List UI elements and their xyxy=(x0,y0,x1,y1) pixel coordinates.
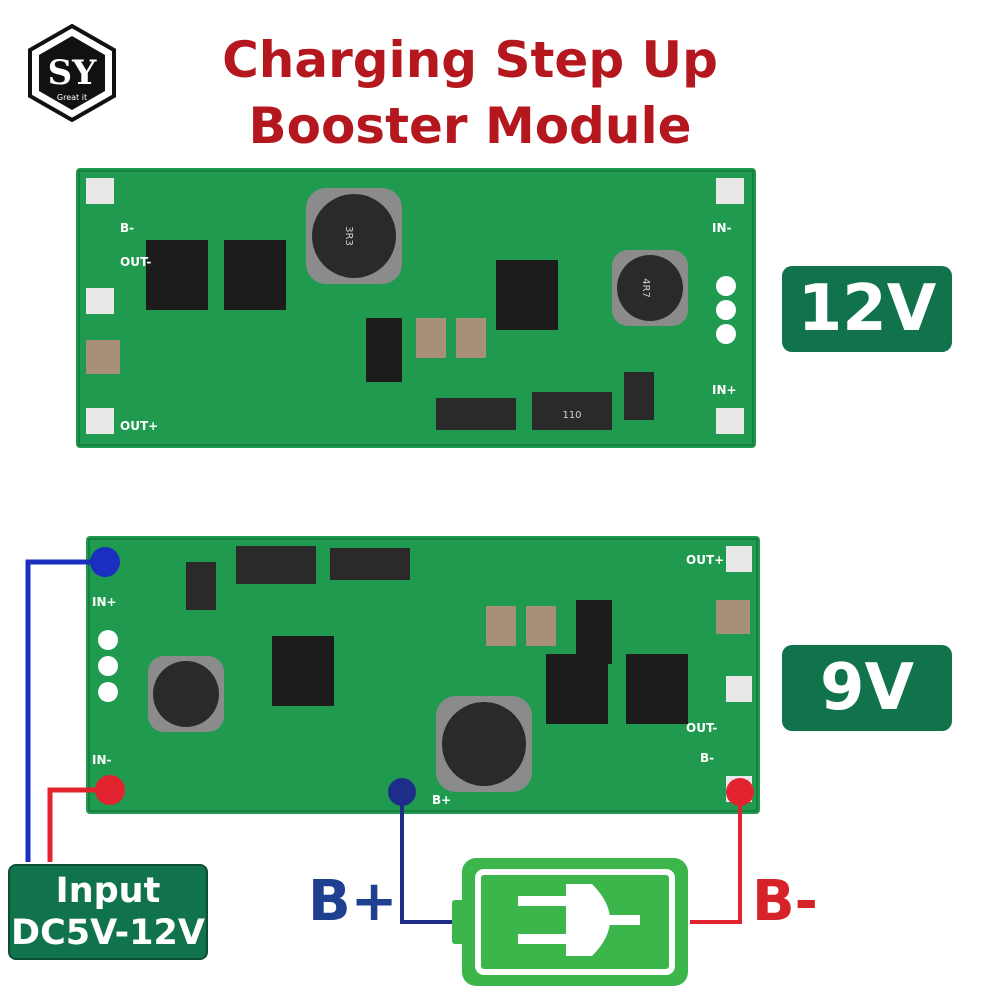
diode-mark: 110 xyxy=(562,410,581,421)
svg-text:B+: B+ xyxy=(432,793,451,807)
page-title-line2: Booster Module xyxy=(248,97,692,155)
voltage-badge-12v: 12V xyxy=(782,266,952,352)
pcb-board-12v: 3R3 4R7 110 B- OUT- OUT+ IN- IN+ xyxy=(76,168,756,448)
logo-tagline: Great it xyxy=(57,93,87,102)
inductor-mark-large: 3R3 xyxy=(343,226,354,246)
svg-text:IN+: IN+ xyxy=(712,383,737,397)
logo-letters: SY xyxy=(48,53,98,93)
svg-text:IN+: IN+ xyxy=(92,595,117,609)
svg-text:OUT-: OUT- xyxy=(120,255,151,269)
input-label-line1: Input xyxy=(55,871,161,911)
battery-positive-label: B+ xyxy=(308,869,398,934)
voltage-badge-9v: 9V xyxy=(782,645,952,731)
battery-negative-label: B- xyxy=(752,869,818,934)
page-title-line1: Charging Step Up xyxy=(222,31,718,89)
input-label-box: Input DC5V-12V xyxy=(8,864,208,960)
pcb-board-9v: IN+ IN- OUT+ OUT- B- B+ xyxy=(86,536,760,814)
svg-text:IN-: IN- xyxy=(92,753,112,767)
svg-text:B-: B- xyxy=(120,221,134,235)
battery-plug-icon xyxy=(452,858,688,986)
svg-text:B-: B- xyxy=(700,751,714,765)
brand-logo: SY Great it xyxy=(22,22,122,123)
input-label-line2: DC5V-12V xyxy=(11,913,205,953)
svg-text:OUT-: OUT- xyxy=(686,721,717,735)
svg-text:OUT+: OUT+ xyxy=(686,553,724,567)
inductor-mark-small: 4R7 xyxy=(640,278,651,298)
svg-text:IN-: IN- xyxy=(712,221,732,235)
svg-text:OUT+: OUT+ xyxy=(120,419,158,433)
